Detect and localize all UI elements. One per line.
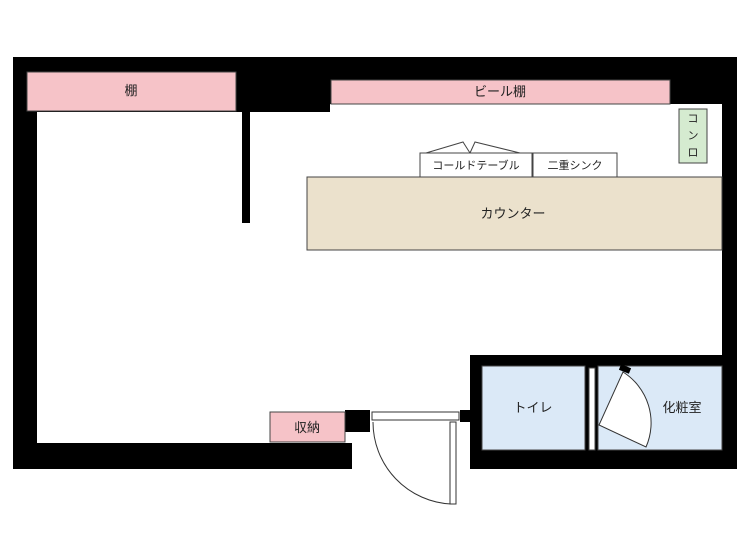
stove — [678, 108, 708, 164]
storage-label: 収納 — [294, 421, 320, 436]
wet-room-divider — [588, 367, 596, 451]
counter-label: カウンター — [480, 207, 545, 222]
stove-label-2: ン — [688, 129, 699, 142]
counter — [306, 176, 723, 251]
entrance-door — [371, 411, 460, 505]
beer-shelf — [330, 79, 671, 105]
entrance-jamb — [460, 410, 472, 422]
cold-table-label: コールドテーブル — [432, 158, 519, 172]
shelf-left-label: 棚 — [124, 84, 137, 99]
stove-label-3: ロ — [688, 146, 699, 159]
stove-label-1: コ — [688, 112, 699, 125]
main-floor-upper-right — [330, 104, 722, 114]
shelf-left — [26, 71, 237, 112]
cold-table — [419, 152, 533, 178]
toilet — [481, 365, 586, 451]
double-sink-label: 二重シンク — [548, 158, 603, 172]
toilet-label: トイレ — [513, 401, 552, 416]
powder-room-label: 化粧室 — [662, 400, 701, 416]
storage — [269, 411, 346, 443]
cold-table-door-swing — [425, 141, 521, 154]
double-sink — [532, 152, 618, 178]
beer-shelf-label: ビール棚 — [474, 85, 526, 100]
storage-wall — [345, 410, 370, 432]
powder-room-door — [598, 364, 652, 448]
partition-wall — [242, 112, 250, 223]
